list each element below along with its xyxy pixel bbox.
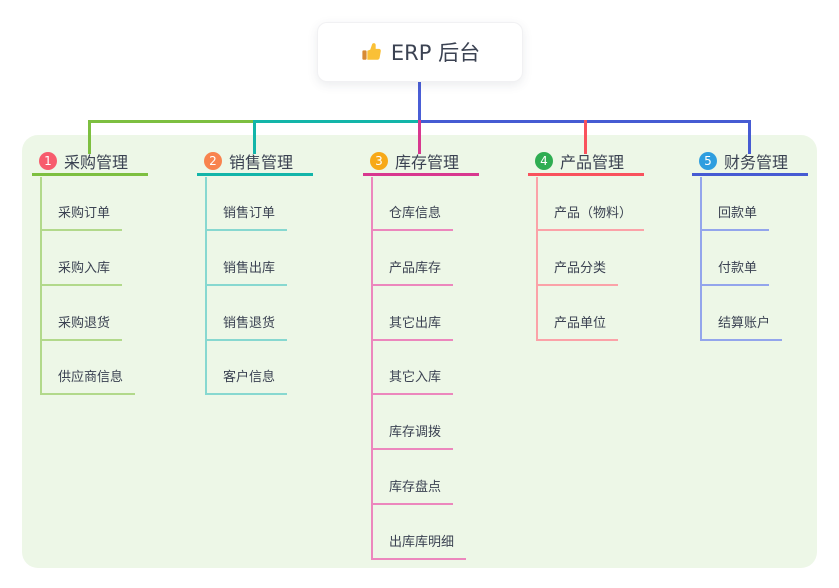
branch-label: 销售管理 (229, 153, 294, 172)
child-node[interactable]: 库存调拨 (371, 423, 454, 450)
child-node[interactable]: 产品分类 (536, 259, 619, 286)
branches-background-panel (22, 135, 817, 568)
child-connector-line (536, 177, 538, 341)
child-node[interactable]: 销售订单 (205, 204, 288, 231)
branch-label: 采购管理 (64, 153, 129, 172)
child-node[interactable]: 客户信息 (205, 368, 288, 395)
child-node[interactable]: 出库库明细 (371, 533, 467, 560)
branch-node-1[interactable]: 1 采购管理 (32, 149, 148, 176)
branch-number-badge: 2 (204, 152, 222, 170)
child-node[interactable]: 库存盘点 (371, 478, 454, 505)
child-node[interactable]: 产品库存 (371, 259, 454, 286)
drop-line-branch-2 (253, 120, 256, 154)
track-segment-sales (253, 120, 422, 123)
branch-node-3[interactable]: 3 库存管理 (363, 149, 479, 176)
child-node[interactable]: 销售退货 (205, 314, 288, 341)
branch-number-badge: 5 (699, 152, 717, 170)
child-node[interactable]: 供应商信息 (40, 368, 136, 395)
child-node[interactable]: 仓库信息 (371, 204, 454, 231)
child-connector-line (371, 177, 373, 560)
child-node[interactable]: 其它入库 (371, 368, 454, 395)
branch-label: 财务管理 (724, 153, 789, 172)
drop-line-branch-1 (88, 120, 91, 154)
branch-node-5[interactable]: 5 财务管理 (692, 149, 808, 176)
branch-node-2[interactable]: 2 销售管理 (197, 149, 313, 176)
root-connector-line (418, 82, 421, 120)
child-node[interactable]: 结算账户 (700, 314, 783, 341)
drop-line-branch-5 (748, 120, 751, 154)
branch-label: 产品管理 (560, 153, 625, 172)
child-node[interactable]: 采购订单 (40, 204, 123, 231)
branch-number-badge: 1 (39, 152, 57, 170)
child-node[interactable]: 付款单 (700, 259, 770, 286)
child-node[interactable]: 回款单 (700, 204, 770, 231)
child-connector-line (40, 177, 42, 395)
thumbs-up-icon (360, 41, 382, 63)
child-node[interactable]: 采购退货 (40, 314, 123, 341)
branch-number-badge: 4 (535, 152, 553, 170)
root-node-erp[interactable]: ERP 后台 (317, 22, 523, 82)
drop-line-branch-3 (418, 120, 421, 154)
child-node[interactable]: 其它出库 (371, 314, 454, 341)
root-label: ERP 后台 (390, 41, 481, 65)
branch-node-4[interactable]: 4 产品管理 (528, 149, 644, 176)
branch-label: 库存管理 (395, 153, 460, 172)
track-segment-purchase (88, 120, 256, 123)
child-connector-line (205, 177, 207, 395)
drop-line-branch-4 (584, 120, 587, 154)
child-node[interactable]: 销售出库 (205, 259, 288, 286)
child-connector-line (700, 177, 702, 341)
child-node[interactable]: 产品（物料） (536, 204, 645, 231)
branch-number-badge: 3 (370, 152, 388, 170)
child-node[interactable]: 采购入库 (40, 259, 123, 286)
child-node[interactable]: 产品单位 (536, 314, 619, 341)
